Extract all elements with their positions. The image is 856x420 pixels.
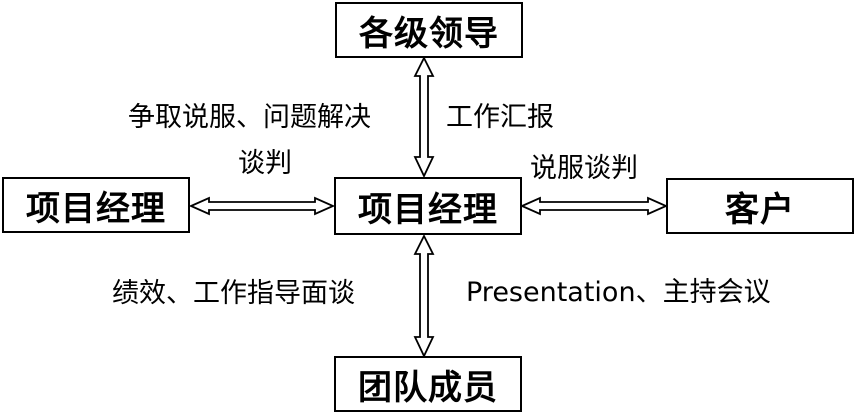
node-pm-left: 项目经理 (2, 177, 190, 233)
arrow-center-client (519, 196, 669, 216)
node-leaders: 各级领导 (335, 2, 523, 58)
label-leaders-left-2: 谈判 (238, 148, 292, 179)
label-team-left: 绩效、工作指导面谈 (112, 278, 355, 309)
node-pm-left-label: 项目经理 (26, 188, 166, 229)
node-client: 客户 (666, 178, 854, 234)
node-client-label: 客户 (725, 189, 795, 230)
node-team: 团队成员 (334, 356, 522, 412)
node-pm-center-label: 项目经理 (358, 189, 498, 230)
arrow-center-team (413, 233, 435, 359)
node-pm-center: 项目经理 (334, 177, 522, 235)
label-leaders-right: 工作汇报 (446, 102, 554, 133)
arrow-leaders-center (413, 55, 435, 179)
label-client-top: 说服谈判 (530, 153, 638, 184)
node-leaders-label: 各级领导 (359, 13, 499, 54)
label-leaders-left-1: 争取说服、问题解决 (128, 102, 371, 133)
node-team-label: 团队成员 (358, 367, 498, 408)
label-team-right: Presentation、主持会议 (466, 277, 771, 308)
arrow-left-center (188, 196, 336, 216)
